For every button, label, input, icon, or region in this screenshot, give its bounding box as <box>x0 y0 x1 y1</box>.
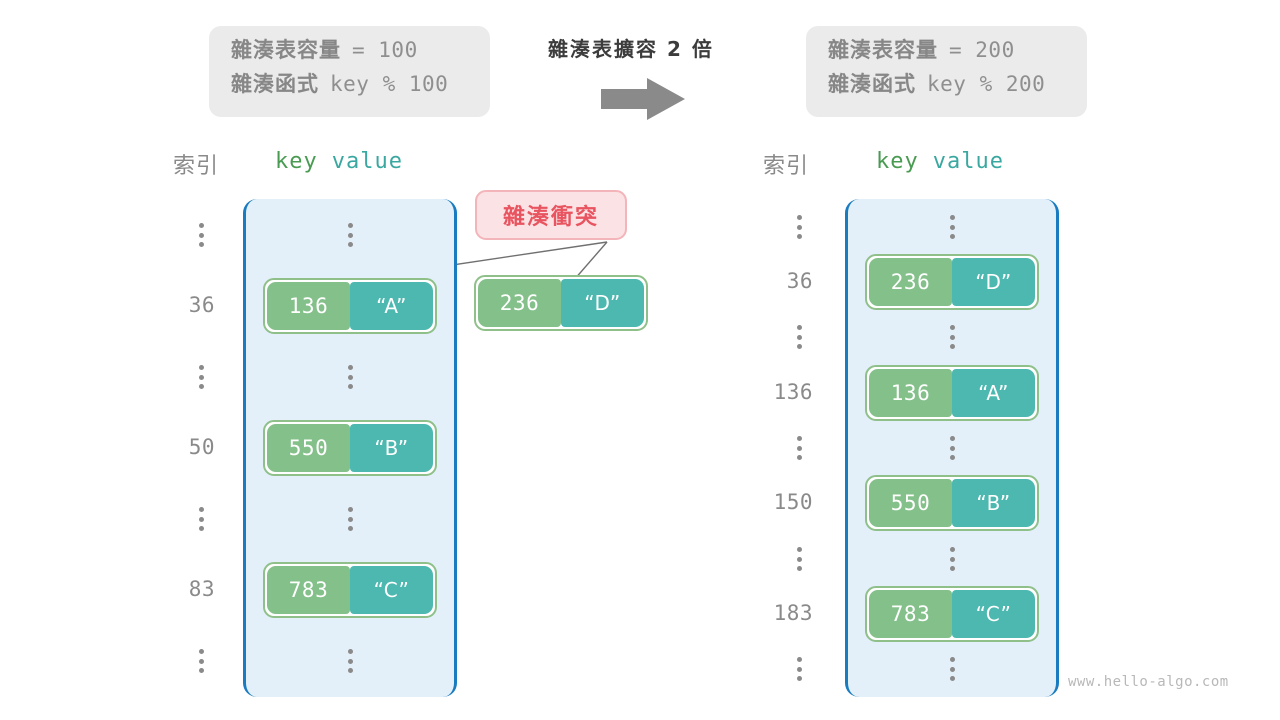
before-key-header: key <box>275 149 318 174</box>
before-index-6-ellipsis <box>198 649 204 673</box>
table-row: 136“A” <box>865 365 1039 421</box>
before-kv-header: key value <box>275 149 403 174</box>
before-index-5: 83 <box>188 577 215 601</box>
after-row-0-ellipsis <box>949 215 955 239</box>
table-row: 550“B” <box>865 475 1039 531</box>
after-index-header: 索引 <box>763 154 810 179</box>
watermark: www.hello-algo.com <box>1068 674 1229 690</box>
after-index-1: 36 <box>786 269 813 293</box>
before-row-1-value: “A” <box>350 282 433 330</box>
table-row: 550“B” <box>263 420 437 476</box>
before-row-4-ellipsis <box>347 507 353 531</box>
after-row-4-ellipsis <box>949 436 955 460</box>
after-index-6-ellipsis <box>796 547 802 571</box>
before-capacity-label: 雜湊表容量 <box>231 38 341 62</box>
collision-badge: 雜湊衝突 <box>475 190 627 240</box>
before-index-1: 36 <box>188 293 215 317</box>
collision-entry-key: 236 <box>478 279 561 327</box>
after-index-0-ellipsis <box>796 215 802 239</box>
after-capacity-line: 雜湊表容量 = 200 <box>828 40 1065 61</box>
before-capacity-value: = 100 <box>352 38 418 62</box>
after-capacity-label: 雜湊表容量 <box>828 38 938 62</box>
after-value-header: value <box>932 149 1004 174</box>
transition-label: 雜湊表擴容 2 倍 <box>548 37 714 61</box>
collision-entry-value: “D” <box>561 279 644 327</box>
after-key-header: key <box>876 149 919 174</box>
before-row-2-ellipsis <box>347 365 353 389</box>
before-index-3: 50 <box>188 435 215 459</box>
right-arrow-icon <box>601 78 685 120</box>
before-index-0-ellipsis <box>198 223 204 247</box>
after-info-box: 雜湊表容量 = 200 雜湊函式 key % 200 <box>806 26 1087 117</box>
before-function-label: 雜湊函式 <box>231 72 319 96</box>
after-kv-header: key value <box>876 149 1004 174</box>
after-row-7-key: 783 <box>869 590 952 638</box>
table-row: 136“A” <box>263 278 437 334</box>
table-row: 783“C” <box>263 562 437 618</box>
before-function-line: 雜湊函式 key % 100 <box>231 74 468 95</box>
after-index-8-ellipsis <box>796 657 802 681</box>
after-row-7-value: “C” <box>952 590 1035 638</box>
before-index-4-ellipsis <box>198 507 204 531</box>
table-row: 236“D” <box>865 254 1039 310</box>
after-row-5-value: “B” <box>952 479 1035 527</box>
after-row-1-key: 236 <box>869 258 952 306</box>
after-row-6-ellipsis <box>949 547 955 571</box>
after-row-8-ellipsis <box>949 657 955 681</box>
before-row-5-key: 783 <box>267 566 350 614</box>
before-row-3-key: 550 <box>267 424 350 472</box>
before-info-box: 雜湊表容量 = 100 雜湊函式 key % 100 <box>209 26 490 117</box>
after-row-1-value: “D” <box>952 258 1035 306</box>
after-function-line: 雜湊函式 key % 200 <box>828 74 1065 95</box>
after-index-4-ellipsis <box>796 436 802 460</box>
before-row-3-value: “B” <box>350 424 433 472</box>
before-row-0-ellipsis <box>347 223 353 247</box>
before-index-header: 索引 <box>173 154 220 179</box>
before-function-value: key % 100 <box>330 72 449 96</box>
after-row-5-key: 550 <box>869 479 952 527</box>
before-capacity-line: 雜湊表容量 = 100 <box>231 40 468 61</box>
after-index-7: 183 <box>773 601 813 625</box>
after-row-3-key: 136 <box>869 369 952 417</box>
after-row-2-ellipsis <box>949 325 955 349</box>
after-index-5: 150 <box>773 490 813 514</box>
after-row-3-value: “A” <box>952 369 1035 417</box>
after-function-value: key % 200 <box>927 72 1046 96</box>
before-row-1-key: 136 <box>267 282 350 330</box>
collision-entry-pair: 236 “D” <box>474 275 648 331</box>
before-index-2-ellipsis <box>198 365 204 389</box>
before-value-header: value <box>331 149 403 174</box>
before-row-6-ellipsis <box>347 649 353 673</box>
after-index-3: 136 <box>773 380 813 404</box>
table-row: 783“C” <box>865 586 1039 642</box>
after-function-label: 雜湊函式 <box>828 72 916 96</box>
before-row-5-value: “C” <box>350 566 433 614</box>
after-capacity-value: = 200 <box>949 38 1015 62</box>
after-index-2-ellipsis <box>796 325 802 349</box>
